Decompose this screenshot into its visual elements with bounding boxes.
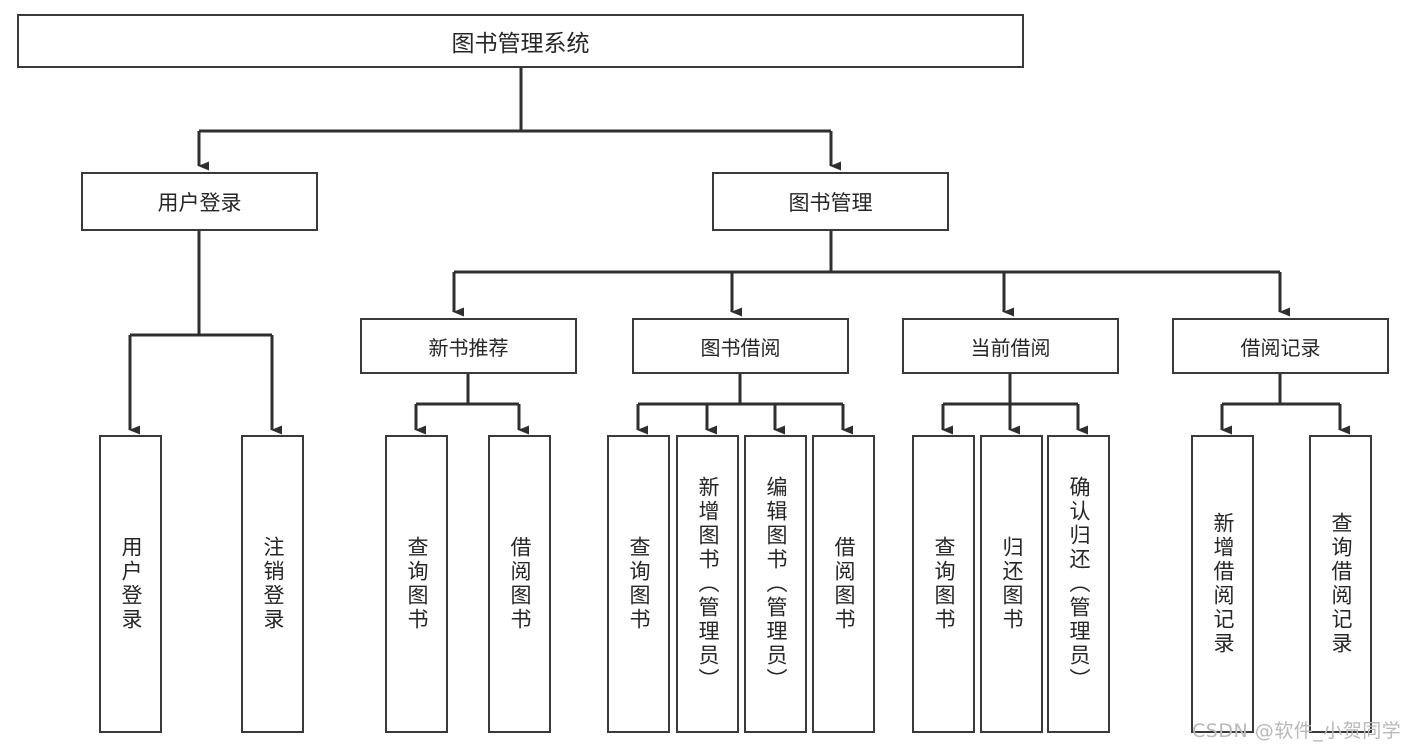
node-leaf-edit-book-label: 编辑图书（管理员） (764, 476, 788, 692)
node-current-borrow-label: 当前借阅 (970, 335, 1051, 360)
node-leaf-add-record-label: 新增借阅记录 (1211, 512, 1235, 656)
node-leaf-user-login[interactable]: 用户登录 (99, 435, 162, 733)
node-leaf-query-book-2[interactable]: 查询图书 (607, 435, 670, 733)
node-leaf-query-book-1[interactable]: 查询图书 (385, 435, 448, 733)
node-user-login-label: 用户登录 (157, 190, 242, 215)
node-leaf-add-record[interactable]: 新增借阅记录 (1191, 435, 1254, 733)
node-leaf-confirm-return[interactable]: 确认归还（管理员） (1047, 435, 1110, 733)
node-borrow-record-label: 借阅记录 (1240, 335, 1321, 360)
watermark-text: CSDN @软件_小贺同学 (1192, 720, 1402, 742)
node-leaf-return-book[interactable]: 归还图书 (980, 435, 1043, 733)
node-leaf-query-record[interactable]: 查询借阅记录 (1309, 435, 1372, 733)
node-leaf-borrow-book-2[interactable]: 借阅图书 (812, 435, 875, 733)
node-current-borrow[interactable]: 当前借阅 (902, 318, 1119, 374)
node-new-book-recommend[interactable]: 新书推荐 (360, 318, 577, 374)
node-leaf-borrow-book-2-label: 借阅图书 (832, 536, 856, 632)
node-leaf-query-record-label: 查询借阅记录 (1329, 512, 1353, 656)
node-leaf-add-book-label: 新增图书（管理员） (696, 476, 720, 692)
node-book-borrow[interactable]: 图书借阅 (632, 318, 849, 374)
node-leaf-query-book-1-label: 查询图书 (405, 536, 429, 632)
node-leaf-return-book-label: 归还图书 (1000, 536, 1024, 632)
node-leaf-confirm-return-label: 确认归还（管理员） (1067, 476, 1091, 692)
node-leaf-query-book-2-label: 查询图书 (627, 536, 651, 632)
node-book-manage[interactable]: 图书管理 (712, 172, 949, 231)
node-leaf-add-book[interactable]: 新增图书（管理员） (676, 435, 739, 733)
node-leaf-user-login-label: 用户登录 (119, 536, 143, 632)
node-leaf-edit-book[interactable]: 编辑图书（管理员） (744, 435, 807, 733)
node-leaf-borrow-book-1[interactable]: 借阅图书 (488, 435, 551, 733)
node-leaf-logout-login[interactable]: 注销登录 (241, 435, 304, 733)
node-book-manage-label: 图书管理 (788, 190, 873, 215)
node-leaf-borrow-book-1-label: 借阅图书 (508, 536, 532, 632)
node-book-borrow-label: 图书借阅 (700, 335, 781, 360)
node-new-book-recommend-label: 新书推荐 (428, 335, 509, 360)
node-root-label: 图书管理系统 (451, 31, 590, 57)
node-user-login[interactable]: 用户登录 (81, 172, 318, 231)
node-leaf-query-book-3[interactable]: 查询图书 (912, 435, 975, 733)
node-leaf-logout-login-label: 注销登录 (261, 536, 285, 632)
node-borrow-record[interactable]: 借阅记录 (1172, 318, 1389, 374)
node-leaf-query-book-3-label: 查询图书 (932, 536, 956, 632)
node-root[interactable]: 图书管理系统 (17, 14, 1024, 68)
